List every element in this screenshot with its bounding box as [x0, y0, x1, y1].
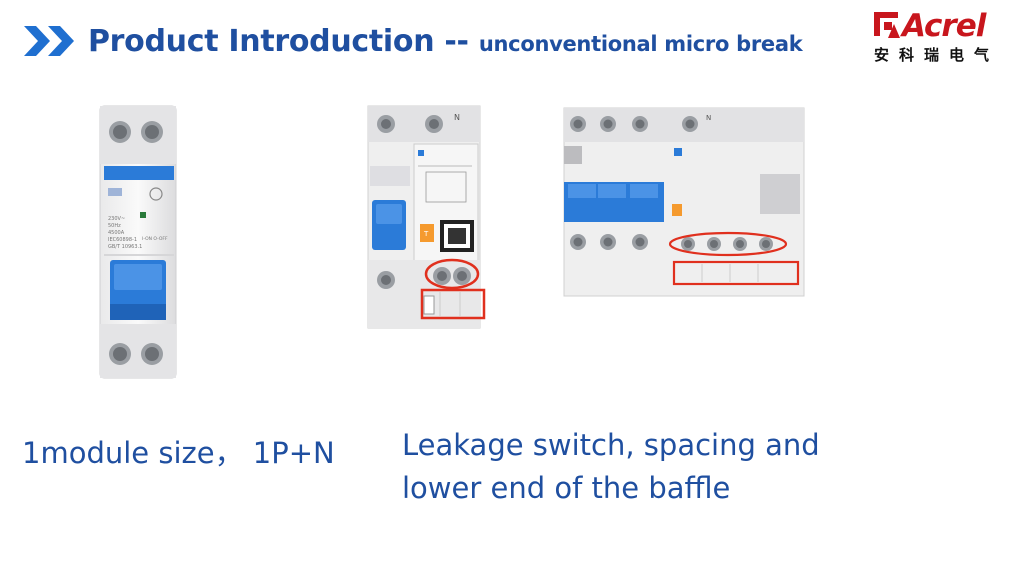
product-image-rcbo-1p-n: N T — [367, 105, 486, 329]
product-image-mcb-1p-n: 230V~ 50Hz 4500A IEC60898-1 GB/T 10963.1… — [99, 105, 177, 379]
double-chevron-icon — [24, 26, 74, 56]
test-button-label: T — [423, 230, 429, 238]
mcb-label-std: IEC60898-1 — [108, 237, 137, 243]
caption-module-size: 1module size， 1P+N — [22, 436, 335, 470]
mcb-label-freq: 50Hz — [108, 223, 121, 229]
neutral-label-3p: N — [706, 114, 711, 122]
caption-line-1: Leakage switch, spacing and — [402, 428, 820, 462]
slide-header: Product Introduction -- unconventional m… — [0, 0, 1024, 80]
page-title: Product Introduction -- unconventional m… — [88, 24, 803, 59]
product-image-rcbo-3p-n: N — [563, 107, 805, 297]
logo-chinese-text: 安科瑞电气 — [874, 46, 1000, 64]
title-subtitle: unconventional micro break — [478, 32, 803, 56]
mcb-label-onoff: I-ON O-OFF — [142, 236, 168, 242]
title-main-text: Product Introduction -- — [88, 24, 469, 59]
caption-leakage-switch: Leakage switch, spacing and lower end of… — [402, 424, 962, 510]
caption-line-2: lower end of the baffle — [402, 471, 731, 505]
acrel-logo: Acrel 安科瑞电气 — [868, 6, 1018, 66]
mcb-label-breaking: 4500A — [108, 230, 125, 236]
logo-wordmark: Acrel — [902, 8, 986, 44]
mcb-label-gb: GB/T 10963.1 — [108, 244, 142, 250]
mcb-label-rating: 230V~ — [108, 216, 125, 222]
acrel-logo-icon — [874, 12, 900, 38]
neutral-label: N — [454, 113, 460, 122]
